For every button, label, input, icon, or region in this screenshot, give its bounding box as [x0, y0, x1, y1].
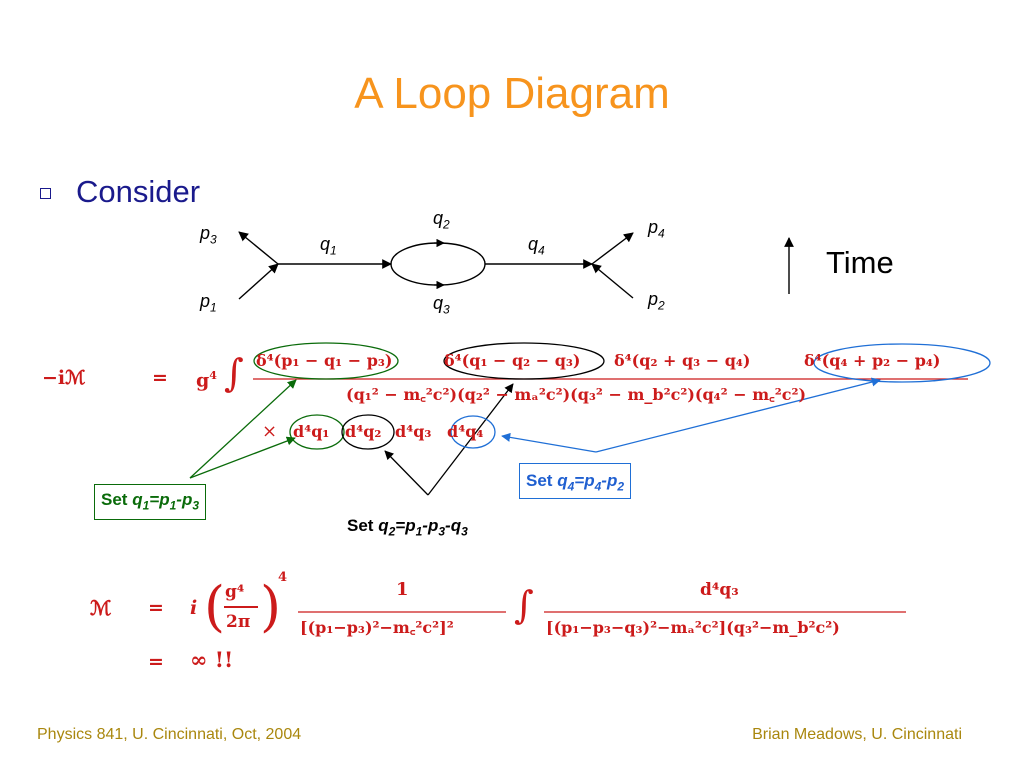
- eq2-equals: =: [148, 597, 164, 619]
- set-q1-box: Set q1=p1-p3: [94, 484, 207, 520]
- eq1-prefactor: g4: [196, 369, 217, 392]
- eq2-den2: [(p₁−p₃−q₃)²−mₐ²c²](q₃²−m_b²c²): [546, 618, 840, 637]
- blue-ellipse-delta4: [813, 343, 991, 383]
- green-arrow-2: [189, 436, 296, 479]
- eq1-num-2: δ⁴(q₁ − q₂ − q₃): [444, 351, 581, 370]
- eq2-num2: d⁴q₃: [700, 580, 739, 600]
- eq1-equals: =: [152, 367, 168, 389]
- blue-arrow-1: [595, 377, 881, 453]
- eq2-one: 1: [396, 579, 409, 600]
- eq2-frac-den: 2π: [226, 612, 251, 632]
- eq2-lhs: ℳ: [90, 596, 112, 620]
- eq2-frac-num: g⁴: [225, 582, 245, 602]
- slide-title: A Loop Diagram: [354, 69, 670, 118]
- eq1-num-3: δ⁴(q₂ + q₃ − q₄): [614, 351, 751, 370]
- green-arrow-1: [189, 379, 297, 479]
- loop: [390, 242, 486, 286]
- set-q4-box: Set q4=p4-p2: [519, 463, 632, 499]
- time-label: Time: [826, 245, 894, 280]
- leg-p1: [238, 263, 279, 300]
- eq1-measure-2: d⁴q₂: [345, 422, 382, 441]
- label-p3: p3: [200, 223, 217, 247]
- label-q1: q1: [320, 234, 337, 258]
- eq1-measure-1: d⁴q₁: [293, 422, 330, 441]
- label-p4: p4: [648, 217, 665, 241]
- label-q4: q4: [528, 234, 545, 258]
- blue-ellipse-d4q4: [450, 415, 496, 449]
- footer-right: Brian Meadows, U. Cincinnati: [752, 726, 962, 743]
- leg-p4: [591, 232, 634, 265]
- footer-left: Physics 841, U. Cincinnati, Oct, 2004: [37, 726, 302, 743]
- blue-arrow-2: [501, 432, 597, 453]
- eq3-rhs: ∞ !!: [190, 647, 234, 672]
- set-q2-label: Set q2=p1-p3-q3: [347, 512, 468, 546]
- green-ellipse-delta1: [253, 342, 399, 380]
- black-arrow-2: [427, 383, 514, 496]
- black-arrow-1: [384, 450, 429, 496]
- label-q2: q2: [433, 208, 450, 232]
- eq2-den1: [(p₁−p₃)²−m꜀²c²]²: [300, 618, 454, 637]
- label-q3: q3: [433, 293, 450, 317]
- eq2-i: i: [190, 597, 198, 619]
- label-p2: p2: [648, 289, 665, 313]
- eq2-inner-frac-bar: [224, 606, 258, 608]
- black-ellipse-delta2: [443, 342, 605, 380]
- eq1-measure-3: d⁴q₃: [395, 422, 432, 441]
- label-p1: p1: [200, 291, 217, 315]
- green-ellipse-d4q1: [289, 414, 345, 450]
- eq2-paren-open: (: [204, 575, 226, 638]
- leg-p2: [591, 263, 634, 299]
- bullet-square-icon: [40, 188, 51, 199]
- eq2-paren-close: ): [260, 575, 282, 638]
- eq1-num-4: δ⁴(q₄ + p₂ − p₄): [804, 351, 941, 370]
- bullet-text: Consider: [76, 174, 201, 209]
- eq1-times: ×: [262, 421, 278, 442]
- eq2-integral: ∫: [514, 583, 534, 627]
- eq1-measure-4: d⁴q₄: [447, 422, 484, 441]
- black-ellipse-d4q2: [341, 414, 395, 450]
- eq1-denominator: (q₁² − m꜀²c²)(q₂² − mₐ²c²)(q₃² − m_b²c²)…: [346, 385, 807, 404]
- eq2-power: 4: [278, 570, 288, 585]
- eq1-lhs: −iℳ: [42, 367, 86, 389]
- eq3-equals: =: [148, 651, 164, 673]
- leg-p3: [238, 231, 279, 265]
- eq1-num-1: δ⁴(p₁ − q₁ − p₃): [256, 351, 393, 370]
- eq1-integral: ∫: [224, 351, 244, 395]
